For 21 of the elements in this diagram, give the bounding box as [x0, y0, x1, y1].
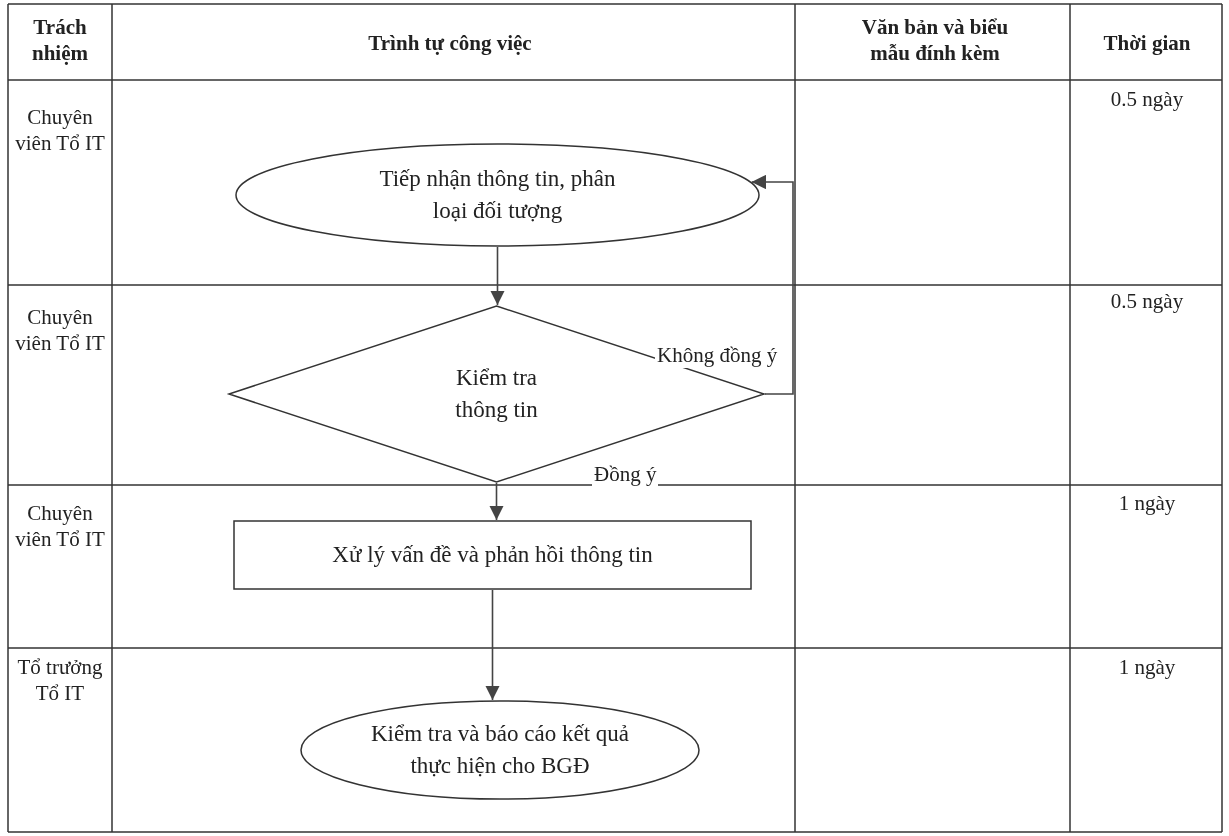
arrow — [485, 589, 500, 701]
edge-label: Đồng ý — [592, 462, 659, 487]
responsibility-text: Chuyên viên Tổ IT — [14, 500, 106, 552]
process-box: Xử lý vấn đề và phản hồi thông tin — [233, 520, 752, 590]
end-ellipse: Kiểm tra và báo cáo kết quả thực hiện cho BGĐ — [300, 700, 700, 800]
arrow — [489, 482, 504, 521]
duration-text: 1 ngày — [1117, 654, 1177, 680]
responsibility-text: Chuyên viên Tổ IT — [14, 304, 106, 356]
edge-label: Không đồng ý — [655, 343, 780, 368]
arrow — [750, 174, 794, 395]
duration-text: 0.5 ngày — [1109, 86, 1185, 112]
column-header: Văn bản và biểu mẫu đính kèm — [860, 14, 1010, 66]
process-ellipse: Tiếp nhận thông tin, phân loại đối tượng — [235, 143, 760, 247]
arrow — [490, 246, 505, 306]
responsibility-text: Tổ trưởng Tổ IT — [16, 654, 104, 706]
responsibility-text: Chuyên viên Tổ IT — [14, 104, 106, 156]
duration-text: 0.5 ngày — [1109, 288, 1185, 314]
duration-text: 1 ngày — [1117, 490, 1177, 516]
column-header: Trình tự công việc — [367, 30, 533, 56]
column-header: Thời gian — [1102, 30, 1192, 56]
column-header: Trách nhiệm — [31, 14, 89, 66]
